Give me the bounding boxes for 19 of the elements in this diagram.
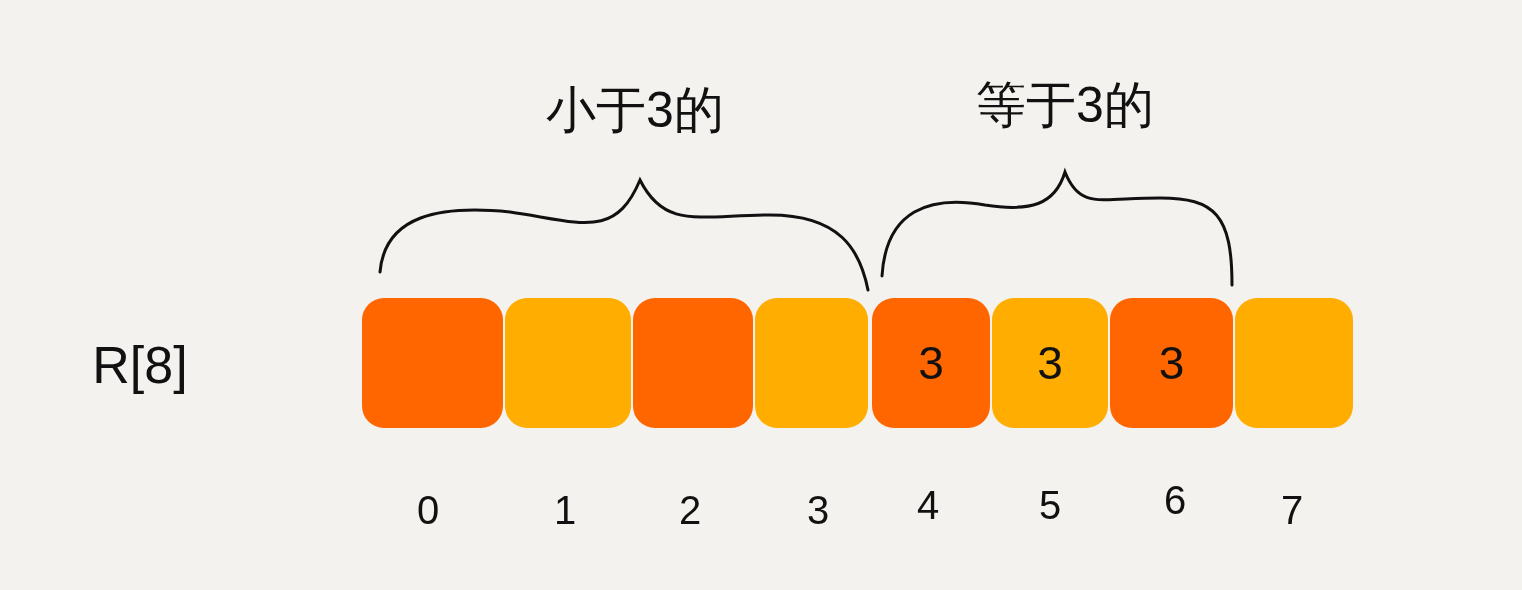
index-number: 7 bbox=[1280, 487, 1304, 533]
index-number: 1 bbox=[553, 487, 577, 533]
index-number: 2 bbox=[678, 487, 702, 533]
group-heading: 等于3的 bbox=[976, 75, 1154, 135]
index-number: 0 bbox=[416, 487, 440, 533]
index-number: 4 bbox=[916, 482, 940, 528]
array-cell: 3 bbox=[992, 298, 1108, 428]
array-cell: 3 bbox=[1110, 298, 1233, 428]
array-cell bbox=[1235, 298, 1353, 428]
array-cell bbox=[755, 298, 868, 428]
array-cell bbox=[362, 298, 503, 428]
index-number: 5 bbox=[1038, 482, 1062, 528]
index-number: 6 bbox=[1163, 477, 1187, 523]
array-cell bbox=[633, 298, 753, 428]
array-cell bbox=[505, 298, 631, 428]
index-number: 3 bbox=[806, 487, 830, 533]
group-heading: 小于3的 bbox=[546, 80, 724, 140]
array-cell: 3 bbox=[872, 298, 990, 428]
array-name: R[8] bbox=[92, 335, 188, 395]
